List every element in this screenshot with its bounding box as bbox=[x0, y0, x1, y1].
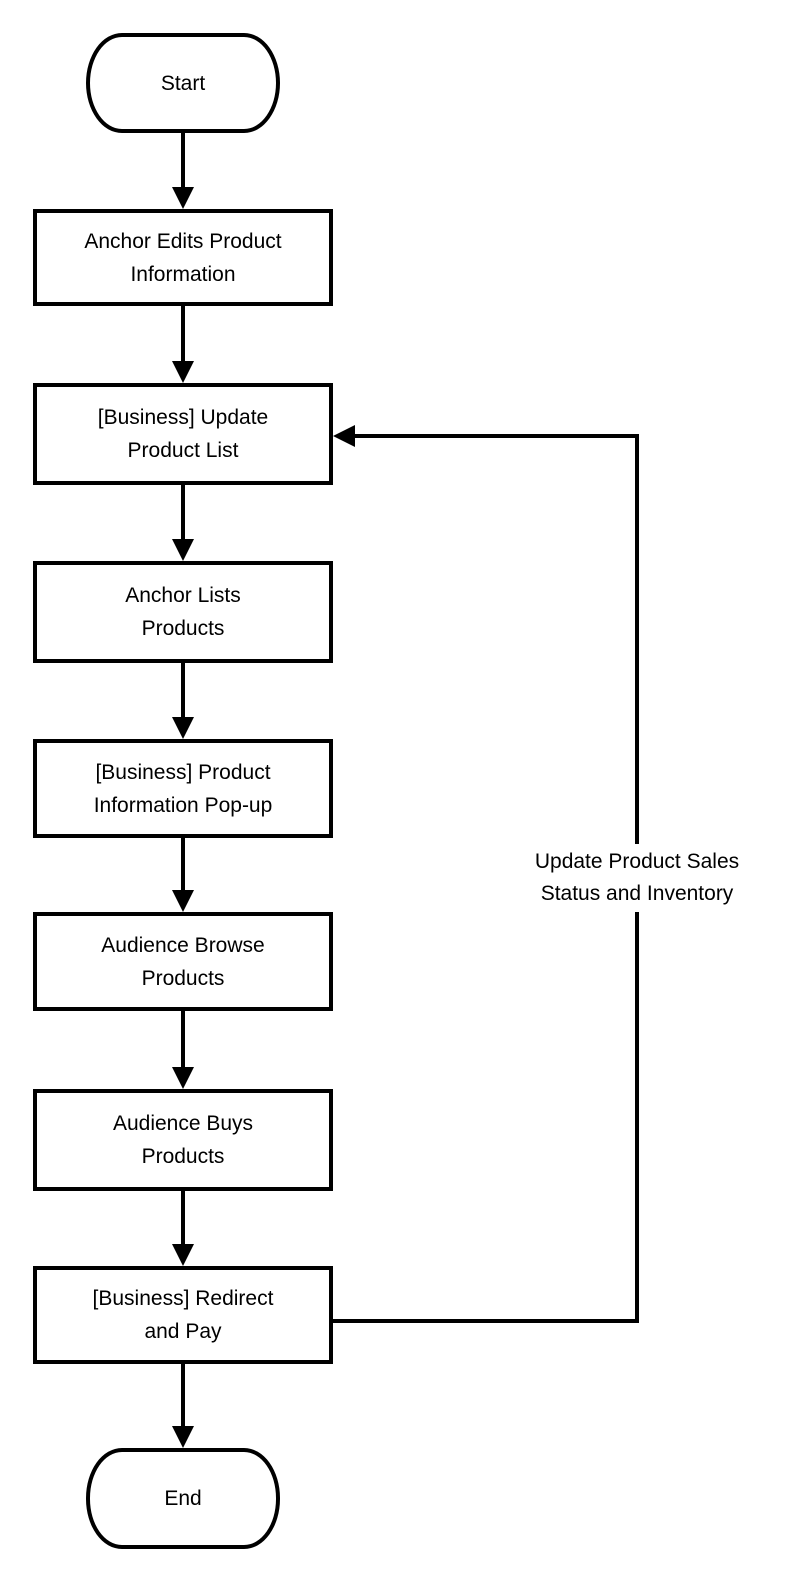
node-info-popup-label: [Business] Product Information Pop-up bbox=[93, 760, 273, 817]
edge-audience-browse-to-audience-buys-line bbox=[181, 1011, 185, 1068]
node-audience-browse-products: Audience Browse Products bbox=[33, 912, 333, 1011]
node-audience-browse-label: Audience Browse Products bbox=[101, 933, 265, 990]
node-audience-buys-products: Audience Buys Products bbox=[33, 1089, 333, 1191]
arrowhead-down-icon bbox=[172, 1067, 194, 1089]
node-update-list-label: [Business] Update Product List bbox=[97, 406, 269, 462]
edge-anchor-lists-to-info-popup-line bbox=[181, 663, 185, 718]
edge-redirect-pay-to-end-line bbox=[181, 1364, 185, 1427]
arrowhead-down-icon bbox=[172, 361, 194, 383]
node-business-redirect-and-pay: [Business] Redirect and Pay bbox=[33, 1266, 333, 1364]
node-business-product-information-popup: [Business] Product Information Pop-up bbox=[33, 739, 333, 838]
node-start-terminator: Start bbox=[86, 33, 280, 133]
edge-anchor-edits-to-update-list-line bbox=[181, 306, 185, 362]
arrowhead-down-icon bbox=[172, 539, 194, 561]
arrowhead-down-icon bbox=[172, 1426, 194, 1448]
edge-start-to-anchor-edits-line bbox=[181, 133, 185, 188]
node-business-update-product-list: [Business] Update Product List bbox=[33, 383, 333, 485]
edge-info-popup-to-audience-browse-line bbox=[181, 838, 185, 891]
node-anchor-edits-product-information: Anchor Edits Product Information bbox=[33, 209, 333, 306]
arrowhead-down-icon bbox=[172, 717, 194, 739]
node-audience-buys-label: Audience Buys Products bbox=[112, 1112, 254, 1168]
node-anchor-lists-products: Anchor Lists Products bbox=[33, 561, 333, 663]
edge-loop-top-segment bbox=[355, 434, 639, 438]
node-anchor-edits-label: Anchor Edits Product Information bbox=[84, 229, 282, 286]
edge-audience-buys-to-redirect-pay-line bbox=[181, 1191, 185, 1245]
node-redirect-pay-label: [Business] Redirect and Pay bbox=[92, 1287, 274, 1343]
node-anchor-lists-label: Anchor Lists Products bbox=[125, 584, 241, 640]
node-end-label: End bbox=[164, 1487, 202, 1510]
arrowhead-down-icon bbox=[172, 187, 194, 209]
node-end-terminator: End bbox=[86, 1448, 280, 1549]
node-start-label: Start bbox=[160, 71, 206, 95]
edge-update-list-to-anchor-lists-line bbox=[181, 485, 185, 540]
arrowhead-down-icon bbox=[172, 1244, 194, 1266]
arrowhead-left-icon bbox=[333, 425, 355, 447]
edge-loop-bottom-segment bbox=[333, 1319, 639, 1323]
edge-loop-label: Update Product Sales Status and Inventor… bbox=[487, 844, 787, 912]
arrowhead-down-icon bbox=[172, 890, 194, 912]
